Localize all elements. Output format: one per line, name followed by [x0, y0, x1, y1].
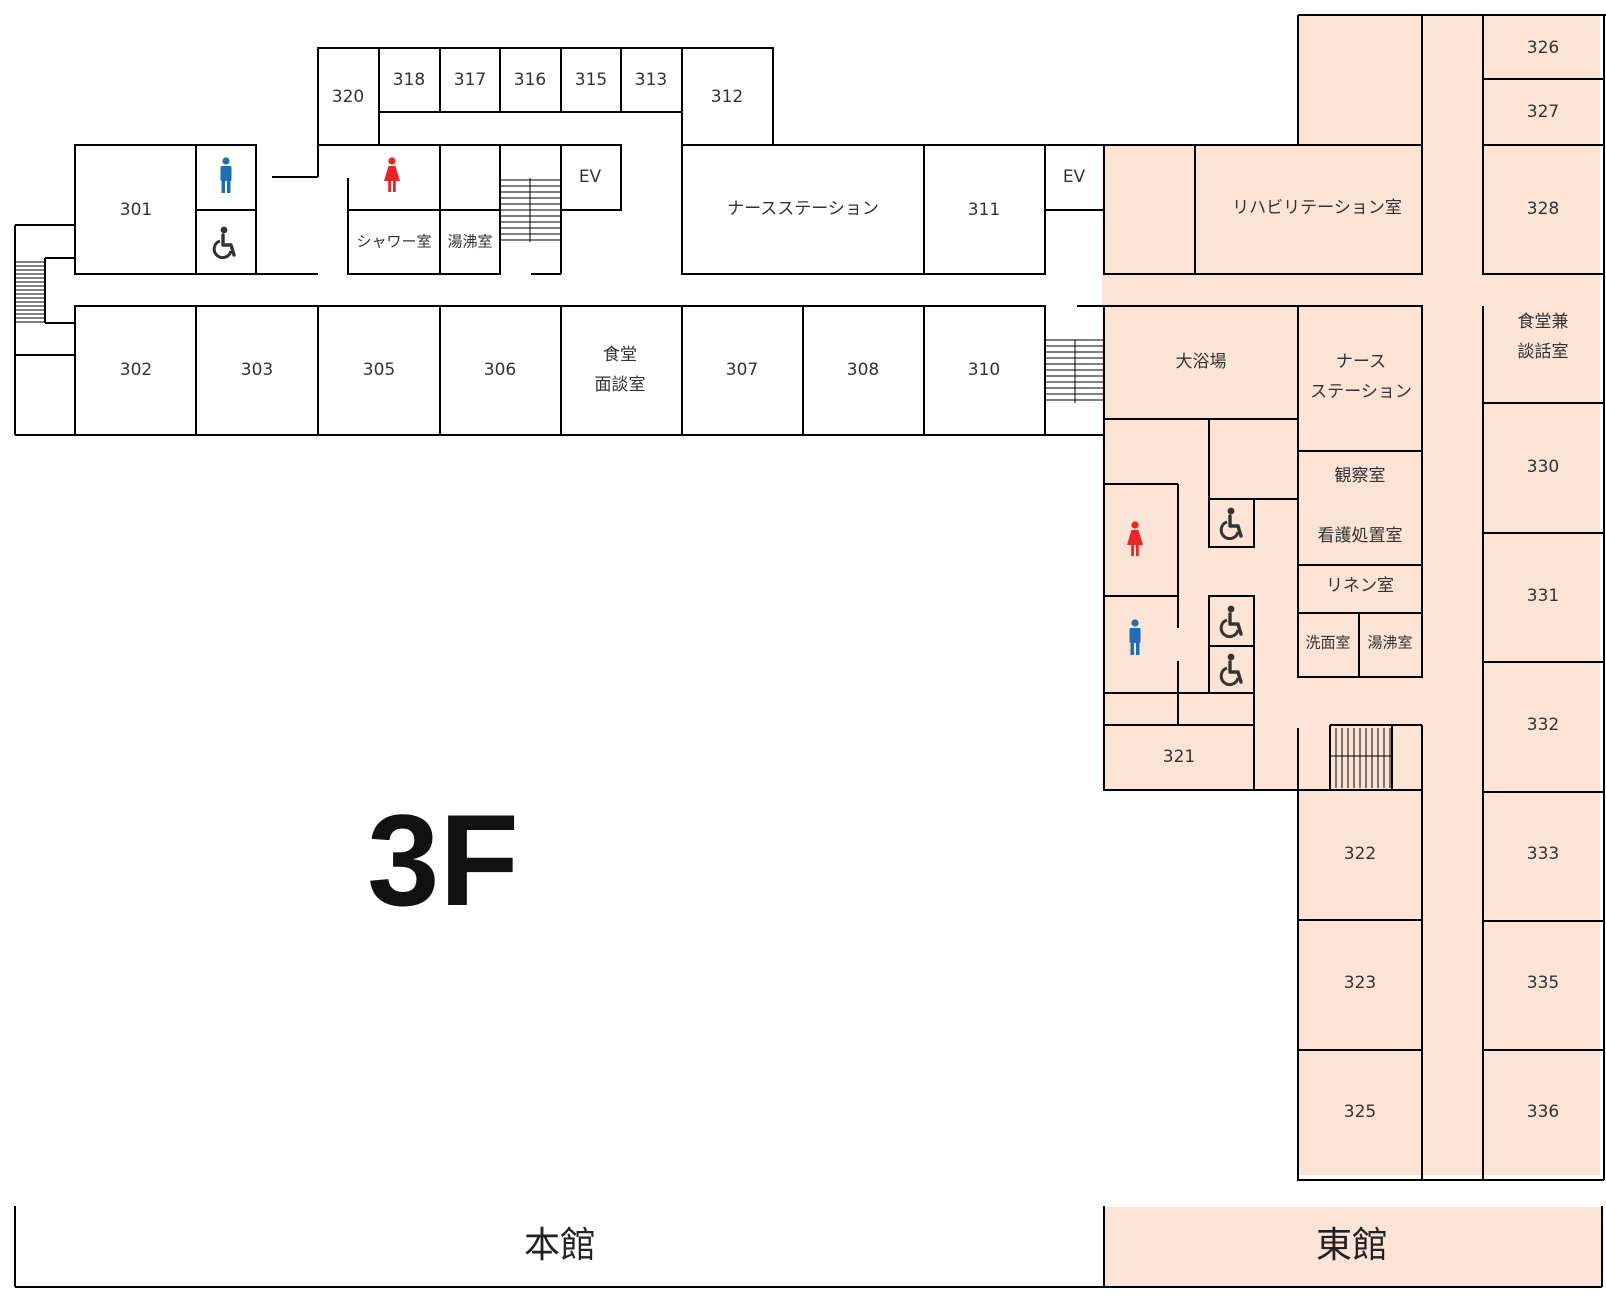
east-building-label: 東館: [1316, 1225, 1388, 1266]
room-311-label: 311: [968, 200, 1000, 220]
main-building-label: 本館: [524, 1225, 596, 1266]
bath-label: 大浴場: [1176, 352, 1227, 372]
male-toilet-icon: [220, 157, 232, 193]
room-320-label: 320: [332, 87, 364, 107]
washroom-label: 洗面室: [1305, 634, 1350, 652]
dining-label-2: 面談室: [595, 375, 646, 395]
stairs-icon: [15, 178, 1393, 790]
room-317-label: 317: [454, 70, 486, 90]
observation-label: 観察室: [1335, 466, 1386, 486]
room-332-label: 332: [1527, 715, 1559, 735]
room-313-label: 313: [635, 70, 667, 90]
shower-label: シャワー室: [356, 233, 431, 251]
nurse-east-label-1: ナース: [1336, 352, 1386, 372]
room-315-label: 315: [575, 70, 607, 90]
room-328-label: 328: [1527, 199, 1559, 219]
room-330-label: 330: [1527, 457, 1559, 477]
dining-label-1: 食堂: [603, 345, 637, 365]
toilet-accessible-main: [195, 209, 257, 275]
rehab-label: リハビリテーション室: [1232, 198, 1402, 218]
dining-east-label-2: 談話室: [1518, 342, 1569, 362]
room-327-label: 327: [1527, 102, 1559, 122]
room-333-label: 333: [1527, 844, 1559, 864]
linen-label: リネン室: [1326, 576, 1394, 596]
room-316-label: 316: [514, 70, 546, 90]
room-321-label: 321: [1163, 747, 1195, 767]
room-312-label: 312: [711, 87, 743, 107]
room-323-label: 323: [1344, 973, 1376, 993]
accessible-toilet-icon: [212, 224, 236, 260]
floor-title: 3F: [367, 787, 519, 933]
ev-main: [560, 144, 622, 211]
ev-main-label: EV: [579, 167, 602, 187]
room-301-label: 301: [120, 200, 152, 220]
room-307-label: 307: [726, 360, 758, 380]
room-303-label: 303: [241, 360, 273, 380]
female-toilet-icon: [384, 157, 400, 192]
room-335-label: 335: [1527, 973, 1559, 993]
nurse-station-main-label: ナースステーション: [727, 199, 879, 219]
hot-water-east-label: 湯沸室: [1367, 634, 1412, 652]
room-336-label: 336: [1527, 1102, 1559, 1122]
room-331-label: 331: [1527, 586, 1559, 606]
room-302-label: 302: [120, 360, 152, 380]
room-306-label: 306: [484, 360, 516, 380]
ev-east-label: EV: [1063, 167, 1086, 187]
room-308-label: 308: [847, 360, 879, 380]
east-building-fill: [1104, 1207, 1602, 1287]
building-legend: 本館 東館: [14, 1206, 1603, 1288]
room-305-label: 305: [363, 360, 395, 380]
room-322-label: 322: [1344, 844, 1376, 864]
dining-consult: [560, 305, 683, 436]
rehab-room: [1194, 144, 1423, 275]
room-325-label: 325: [1344, 1102, 1376, 1122]
nursing-treatment-label: 看護処置室: [1318, 526, 1403, 546]
room-325: [1297, 1049, 1423, 1181]
nurse-east-label-2: ステーション: [1310, 382, 1412, 402]
room-326-label: 326: [1527, 38, 1559, 58]
room-318-label: 318: [393, 70, 425, 90]
hot-water-main-label: 湯沸室: [447, 233, 492, 251]
room-310-label: 310: [968, 360, 1000, 380]
accessible-toilet-east-1: [1208, 498, 1255, 548]
hot-water-room-east: [1358, 612, 1423, 678]
east-wing: [1102, 15, 1600, 1175]
dining-east-label-1: 食堂兼: [1518, 312, 1569, 332]
